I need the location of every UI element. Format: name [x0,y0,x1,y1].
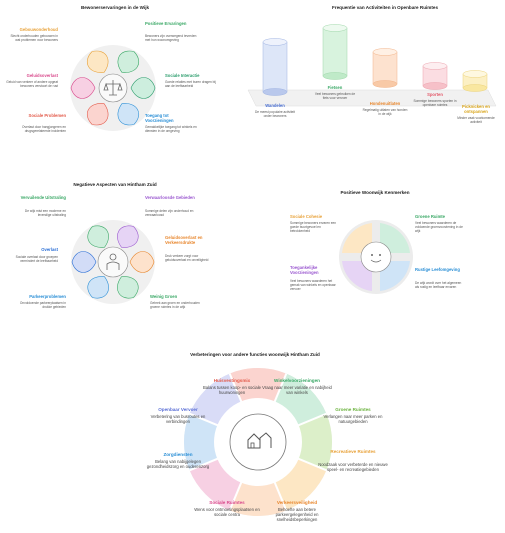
desc-huisvestingsmix: Balans tussen koop- en sociale huurwonin… [203,385,261,396]
desc-geluidsoverlast-verkeer: Druk verkeer zorgt voor geluidsoverlast … [165,254,209,262]
desc-overlast: Sociale overlast door groepen vermindert… [15,255,58,263]
diagram-title: Verbeteringen voor andere functies woonw… [190,352,320,357]
label-recreatieve-ruimtes: Recreatieve Ruimtes [330,449,376,454]
petal [117,50,139,73]
petal [87,50,109,73]
petal [87,103,109,126]
desc-sociale-problemen: Overlast door hangjongeren en drugsgerel… [22,125,66,133]
label-zorgdiensten: Zorgdiensten [163,452,193,457]
petal [129,251,155,273]
label-verwaarloosde-gebieden: Verwaarloosde Gebieden [145,195,195,200]
desc-parkeerproblemen: Onvoldoende parkeerplaatsen in drukke ge… [19,301,66,309]
label-huisvestingsmix: Huisvestingsmix [213,378,251,383]
desc-sociale-interactie: Goede relaties met buren dragen bij aan … [165,80,216,88]
diagram-title: Frequentie van Activiteiten in Openbare … [331,5,439,10]
desc-verwaarloosde-gebieden: Sommige delen zijn onderhoud en verwaarl… [145,209,194,217]
petal [70,77,96,99]
diagram-title: Bewonerservaringen in de Wijk [80,5,150,10]
desc-fietsen: Veel bewoners gebruiken de fiets voor ve… [314,92,356,100]
desc-sporten: Sommige bewoners sporten in openbare rui… [413,99,457,107]
cylinder-fietsen [322,24,348,80]
label-sociale-cohesie: Sociale Cohesie [290,214,323,219]
desc-toegang-voorzieningen: Gemakkelijke toegang tot winkels en dien… [145,125,197,133]
label-sociale-problemen: Sociale Problemen [28,113,66,118]
petal [117,225,139,248]
label-winkelvoorzieningen: Winkelvoorzieningen [274,378,320,383]
label-parkeerproblemen: Parkeerproblemen [29,294,66,299]
diagram-title: Positieve Woonwijk Kenmerken [340,190,410,195]
desc-hondenuitlaten: Regelmatig uitlaten van honden in de wij… [362,108,408,116]
desc-rustige-leefomgeving: De wijk wordt over het algemeen als rust… [415,281,462,289]
petal [87,276,109,299]
cylinder-picknicken [462,70,488,92]
desc-sociale-cohesie: Sommige bewoners ervaren een goede buurt… [290,221,337,233]
desc-positieve-ervaringen: Bewoners zijn overwegend tevreden met hu… [145,34,197,42]
label-geluidsoverlast-verkeer: Geluidsoverlast en Verkeersdrukte [165,235,203,245]
petal [130,77,156,99]
label-picknicken: Picknicken en ontspannen [462,104,490,114]
label-wandelen: Wandelen [265,103,285,108]
label-sociale-ruimtes: Sociale Ruimtes [209,500,245,505]
desc-groene-ruimte: Veel bewoners waarderen de voldoende gro… [415,221,463,233]
desc-weinig-groen: Gebrek aan groen en onderhouden groene r… [150,301,200,309]
label-geluidsoverlast: Geluidsoverlast [26,73,58,78]
label-openbaar-vervoer: Openbaar Vervoer [158,407,198,412]
desc-zorgdiensten: Belang van nabijgelegen gezondheidszorg … [146,459,210,470]
desc-openbaar-vervoer: Verbetering van busroutes en verbindinge… [150,414,206,425]
label-hondenuitlaten: Hondenuitlaten [369,101,401,106]
desc-groene-ruimtes: Verlangen naar meer parken en natuurgebi… [323,414,383,425]
desc-sociale-ruimtes: Wens voor ontmoetingsplaatsen en sociale… [194,507,260,518]
label-groene-ruimtes: Groene Ruimtes [335,407,371,412]
petal [117,276,139,299]
desc-verkeersveiligheid: Behoefte aan betere parkeergelegenheid e… [275,507,319,523]
petal [117,103,139,126]
label-toegankelijke-voorzieningen: Toegankelijke Voorzieningen [290,265,319,275]
desc-winkelvoorzieningen: Vraag naar meer variatie en nabijheid va… [262,385,332,396]
label-sporten: Sporten [427,92,443,97]
houses-icon [229,413,287,471]
desc-recreatieve-ruimtes: Noodzaak voor verbeterde en nieuwe speel… [318,462,388,473]
desc-wandelen: De meest populaire activiteit onder bewo… [254,110,296,118]
petal [71,251,97,273]
label-vervuilende-uitstraling: Vervuilende Uitstraling [20,195,66,200]
label-toegang-voorzieningen: Toegang tot Voorzieningen [145,113,174,123]
desc-vervuilende-uitstraling: De wijk mist een moderne en levendige ui… [24,209,66,217]
label-positieve-ervaringen: Positieve Ervaringen [145,21,187,26]
diagram-title: Negatieve Aspecten van Hintham Zuid [73,182,157,187]
desc-geluidsoverlast: Geluid van verkeer of andere opgeat bewo… [6,80,58,88]
label-verkeersveiligheid: Verkeersveiligheid [276,500,318,505]
cylinder-wandelen [262,38,288,96]
petal [87,225,109,248]
desc-picknicken: Minder vaak voorkomende activiteit [457,116,495,124]
label-fietsen: Fietsen [327,85,343,90]
smile-icon [360,241,392,273]
cylinder-sporten [422,62,448,90]
label-overlast: Overlast [41,247,58,252]
desc-gebouwonderhoud: Slecht onderhouden gebouwen in wat probl… [10,34,59,42]
label-groene-ruimte: Groene Ruimte [415,214,446,219]
label-gebouwonderhoud: Gebouwonderhoud [19,27,58,32]
cylinder-hondenuitlaten [372,48,398,88]
label-sociale-interactie: Sociale Interactie [165,73,200,78]
label-weinig-groen: Weinig Groen [150,294,178,299]
label-rustige-leefomgeving: Rustige Leefomgeving [415,267,460,272]
desc-toegankelijke-voorzieningen: Veel bewoners waarderen het gemak van wi… [290,279,336,291]
